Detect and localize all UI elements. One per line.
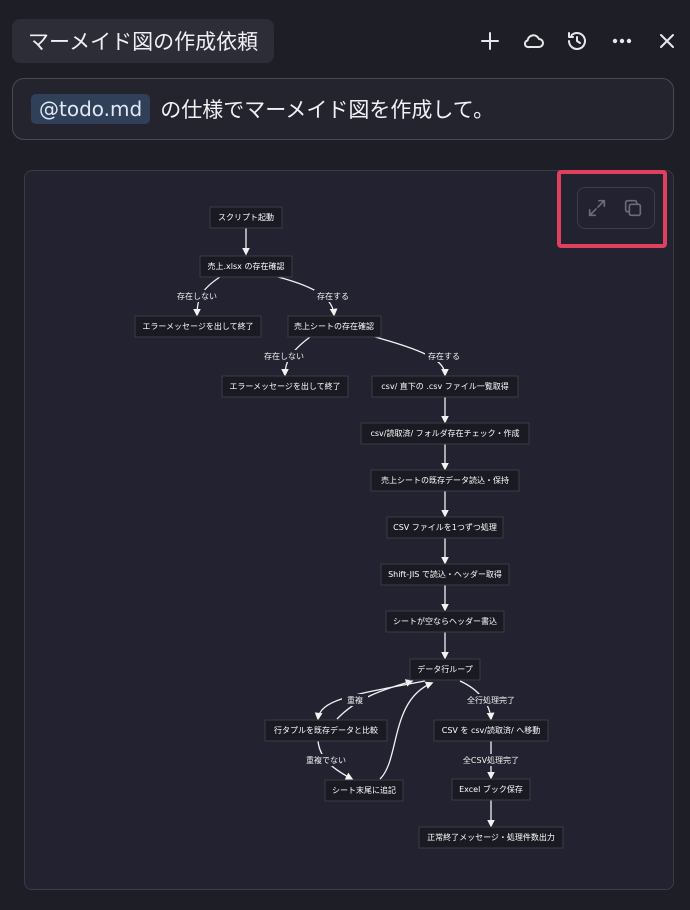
svg-text:正常終了メッセージ・処理件数出力: 正常終了メッセージ・処理件数出力 bbox=[427, 832, 555, 842]
header: マーメイド図の作成依頼 bbox=[0, 0, 690, 82]
node-read-sjis: Shift-JIS で読込・ヘッダー取得 bbox=[380, 563, 510, 586]
node-append: シート末尾に追記 bbox=[324, 779, 404, 802]
highlight-box bbox=[557, 170, 667, 248]
svg-text:エラーメッセージを出して終了: エラーメッセージを出して終了 bbox=[229, 381, 340, 391]
copy-icon[interactable] bbox=[622, 197, 646, 221]
svg-text:スクリプト起動: スクリプト起動 bbox=[218, 213, 274, 222]
cloud-icon[interactable] bbox=[519, 26, 549, 56]
node-list-csv: csv/ 直下の .csv ファイル一覧取得 bbox=[371, 375, 519, 398]
node-error-2: エラーメッセージを出して終了 bbox=[221, 375, 349, 398]
edge-label-not-exist-2: 存在しない bbox=[264, 351, 304, 361]
node-folder-check: csv/読取済/ フォルダ存在チェック・作成 bbox=[360, 422, 530, 445]
svg-text:シート末尾に追記: シート末尾に追記 bbox=[332, 785, 396, 795]
edge-label-exist-2: 存在する bbox=[428, 351, 460, 361]
svg-text:売上シートの存在確認: 売上シートの存在確認 bbox=[294, 321, 374, 331]
conversation-title[interactable]: マーメイド図の作成依頼 bbox=[12, 19, 275, 63]
node-check-sheet: 売上シートの存在確認 bbox=[287, 315, 382, 338]
more-icon[interactable] bbox=[607, 26, 637, 56]
svg-text:行タプルを既存データと比較: 行タプルを既存データと比較 bbox=[274, 725, 378, 735]
svg-text:csv/読取済/ フォルダ存在チェック・作成: csv/読取済/ フォルダ存在チェック・作成 bbox=[370, 428, 519, 438]
diagram-toolbar bbox=[577, 187, 655, 229]
svg-text:エラーメッセージを出して終了: エラーメッセージを出して終了 bbox=[142, 321, 253, 331]
svg-text:売上シートの既存データ読込・保持: 売上シートの既存データ読込・保持 bbox=[381, 475, 509, 485]
close-icon[interactable] bbox=[652, 26, 682, 56]
edge-label-exist-1: 存在する bbox=[317, 291, 349, 301]
history-icon[interactable] bbox=[562, 26, 592, 56]
node-each-csv: CSV ファイルを1つずつ処理 bbox=[386, 516, 504, 539]
edge-label-not-exist-1: 存在しない bbox=[177, 291, 217, 301]
svg-text:シートが空ならヘッダー書込: シートが空ならヘッダー書込 bbox=[393, 616, 497, 626]
edge-label-duplicate: 重複 bbox=[347, 695, 363, 705]
edge-append-loop bbox=[379, 681, 434, 780]
node-start: スクリプト起動 bbox=[209, 206, 283, 229]
svg-text:Shift-JIS で読込・ヘッダー取得: Shift-JIS で読込・ヘッダー取得 bbox=[388, 569, 502, 579]
node-check-file: 売上.xlsx の存在確認 bbox=[199, 255, 293, 278]
node-finish: 正常終了メッセージ・処理件数出力 bbox=[418, 826, 564, 849]
svg-text:データ行ループ: データ行ループ bbox=[417, 664, 473, 674]
edge-label-all-rows-done: 全行処理完了 bbox=[467, 695, 515, 705]
svg-text:CSV ファイルを1つずつ処理: CSV ファイルを1つずつ処理 bbox=[393, 522, 497, 532]
node-move-csv: CSV を csv/読取済/ へ移動 bbox=[433, 719, 549, 742]
node-save-book: Excel ブック保存 bbox=[451, 778, 531, 801]
svg-text:CSV を csv/読取済/ へ移動: CSV を csv/読取済/ へ移動 bbox=[442, 725, 540, 735]
expand-icon[interactable] bbox=[586, 197, 610, 221]
edge-compare-loop bbox=[336, 679, 414, 720]
node-row-loop: データ行ループ bbox=[409, 658, 481, 681]
svg-text:Excel ブック保存: Excel ブック保存 bbox=[459, 784, 523, 794]
edge-loop-compare bbox=[314, 680, 426, 721]
svg-text:売上.xlsx の存在確認: 売上.xlsx の存在確認 bbox=[208, 261, 285, 271]
node-write-header: シートが空ならヘッダー書込 bbox=[385, 610, 505, 633]
svg-text:csv/ 直下の .csv ファイル一覧取得: csv/ 直下の .csv ファイル一覧取得 bbox=[381, 381, 508, 391]
node-read-existing: 売上シートの既存データ読込・保持 bbox=[370, 469, 520, 492]
prompt-message: @todo.md の仕様でマーメイド図を作成して。 bbox=[12, 78, 674, 140]
node-error-1: エラーメッセージを出して終了 bbox=[134, 315, 262, 338]
edge-label-not-duplicate: 重複でない bbox=[306, 755, 346, 765]
plus-icon[interactable] bbox=[475, 26, 505, 56]
node-compare: 行タプルを既存データと比較 bbox=[264, 719, 388, 742]
edge-label-all-csv-done: 全CSV処理完了 bbox=[463, 755, 519, 765]
file-mention-chip[interactable]: @todo.md bbox=[31, 94, 151, 124]
prompt-text: の仕様でマーメイド図を作成して。 bbox=[160, 98, 495, 122]
